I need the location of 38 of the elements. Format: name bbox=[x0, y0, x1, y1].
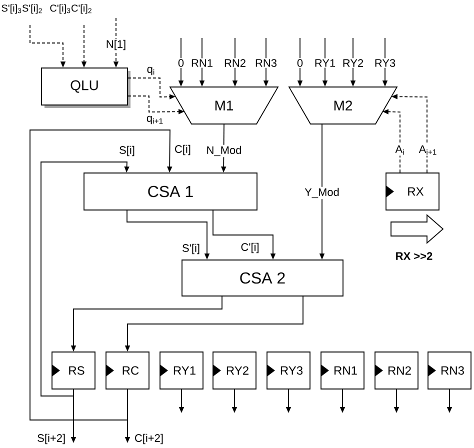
register-box: RN2 bbox=[374, 352, 418, 390]
edge-label: RN2 bbox=[223, 58, 247, 68]
register-box: RY3 bbox=[266, 352, 310, 390]
edge-label: S'[i] bbox=[182, 244, 200, 254]
register-box: RS bbox=[52, 352, 96, 390]
edge-label: q$_{i+1}$ bbox=[146, 116, 163, 124]
edge-label: 0 bbox=[296, 58, 304, 68]
edge-label: N[1] bbox=[104, 38, 128, 52]
edge-label: C[i] bbox=[175, 144, 190, 156]
edge-label: Y_Mod bbox=[304, 186, 340, 200]
register-box: RN1 bbox=[320, 352, 364, 390]
register-box: RX bbox=[386, 172, 440, 210]
edge-label: C'[i] bbox=[241, 242, 259, 254]
edge-label: RY2 bbox=[341, 58, 365, 68]
edge-label: C'[i]$_{3}$C'[i]$_{2}$ bbox=[50, 4, 92, 14]
register-box: RY1 bbox=[160, 352, 204, 390]
process-box: QLU bbox=[41, 68, 130, 108]
process-box: CSA 2 bbox=[182, 260, 344, 296]
edge-label: RN1 bbox=[190, 58, 214, 68]
register-box: RY2 bbox=[212, 352, 256, 390]
edge-label: N_Mod bbox=[205, 144, 243, 158]
edge-label: 0 bbox=[176, 58, 186, 68]
edge-label: q$_{i}$ bbox=[147, 66, 154, 76]
register-box: RN3 bbox=[428, 352, 472, 390]
edge-label: A$_{i+1}$ bbox=[418, 144, 438, 156]
edge-label: S[i] bbox=[120, 146, 134, 156]
arrow bbox=[30, 130, 172, 420]
register-box: RC bbox=[106, 352, 150, 390]
edge-label: RY1 bbox=[313, 58, 337, 68]
shift-label: RX >>2 bbox=[396, 252, 432, 260]
arrow bbox=[40, 162, 130, 396]
edge-label: RN3 bbox=[254, 58, 278, 68]
edge-label: A$_{i}$ bbox=[394, 144, 406, 156]
edge-label: C[i+2] bbox=[135, 434, 163, 444]
process-box: CSA 1 bbox=[84, 172, 258, 210]
edge-label: RY3 bbox=[373, 58, 397, 68]
edge-label: S'[i]$_{3}$S'[i]$_{2}$ bbox=[2, 4, 42, 14]
edge-label: S[i+2] bbox=[38, 434, 65, 444]
